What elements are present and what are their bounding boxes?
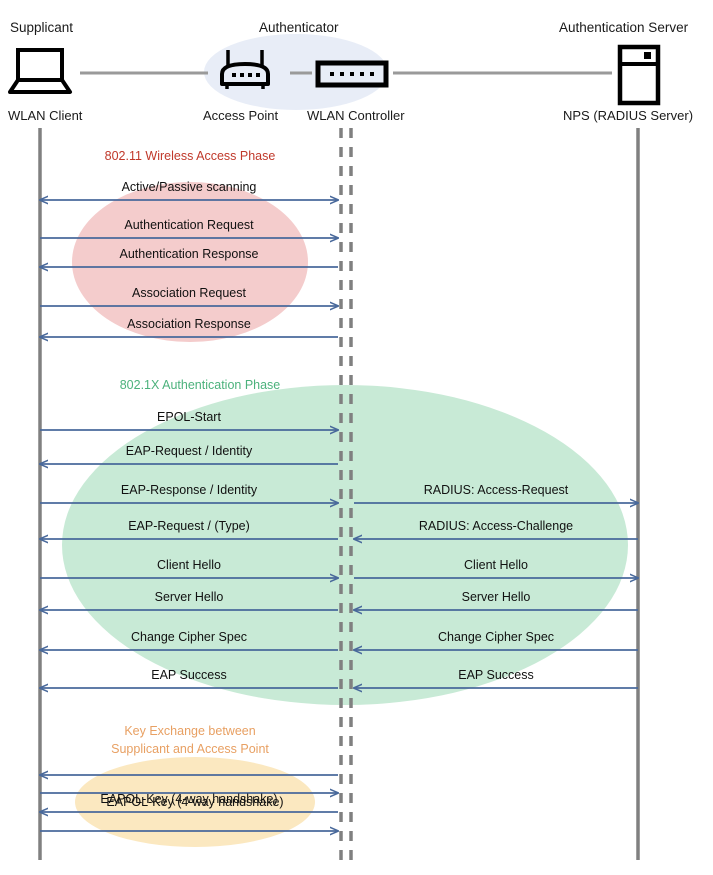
- phase-label-wireless-access: 802.11 Wireless Access Phase: [104, 149, 276, 163]
- eapol-key-label: EAPOL-Key (4-way handshake): [106, 795, 284, 809]
- dot1x-authentication-phase-ellipse: [62, 385, 628, 705]
- message-label: EAPOL-Key (4-way handshake): [100, 792, 278, 806]
- message-label: EAP-Request / (Type): [128, 519, 250, 533]
- phase-label-key-exchange: Key Exchange between Supplicant and Acce…: [95, 722, 285, 758]
- message-label: Server Hello: [461, 590, 531, 604]
- key-exchange-phase-ellipse: [75, 757, 315, 847]
- access-point-icon: [220, 50, 270, 89]
- wireless-access-phase-ellipse: [72, 182, 308, 342]
- message-label: EAP Success: [151, 668, 227, 682]
- phase-label-key-exchange-line1: Key Exchange between: [124, 724, 256, 738]
- role-title-authenticator: Authenticator: [259, 20, 339, 35]
- message-label: Authentication Response: [119, 247, 259, 261]
- message-label: EAP-Response / Identity: [120, 483, 258, 497]
- message-label: Authentication Request: [124, 218, 254, 232]
- message-label: Client Hello: [157, 558, 221, 572]
- message-label: RADIUS: Access-Request: [423, 483, 569, 497]
- message-label: EAP Success: [458, 668, 534, 682]
- node-label-access-point: Access Point: [203, 108, 279, 123]
- message-label: Client Hello: [464, 558, 528, 572]
- message-label: Active/Passive scanning: [121, 180, 257, 194]
- phase-label-key-exchange-line2: Supplicant and Access Point: [111, 742, 269, 756]
- node-label-wlan-client: WLAN Client: [8, 108, 83, 123]
- message-label: RADIUS: Access-Challenge: [418, 519, 574, 533]
- wlan-controller-icon: [315, 60, 389, 88]
- message-label: Association Response: [127, 317, 251, 331]
- message-label: EPOL-Start: [157, 410, 221, 424]
- role-title-supplicant: Supplicant: [10, 20, 74, 35]
- node-label-nps-radius-server: NPS (RADIUS Server): [563, 108, 694, 123]
- phase-label-dot1x-authentication: 802.1X Authentication Phase: [119, 378, 281, 392]
- node-label-wlan-controller: WLAN Controller: [307, 108, 405, 123]
- message-label: Server Hello: [154, 590, 224, 604]
- message-label: EAP-Request / Identity: [125, 444, 253, 458]
- laptop-icon: [8, 48, 72, 94]
- message-arrow-layer: [40, 200, 638, 831]
- server-icon: [617, 44, 661, 106]
- message-label: Association Request: [132, 286, 246, 300]
- message-label: Change Cipher Spec: [130, 630, 248, 644]
- role-title-auth-server: Authentication Server: [559, 20, 689, 35]
- message-label: Change Cipher Spec: [437, 630, 555, 644]
